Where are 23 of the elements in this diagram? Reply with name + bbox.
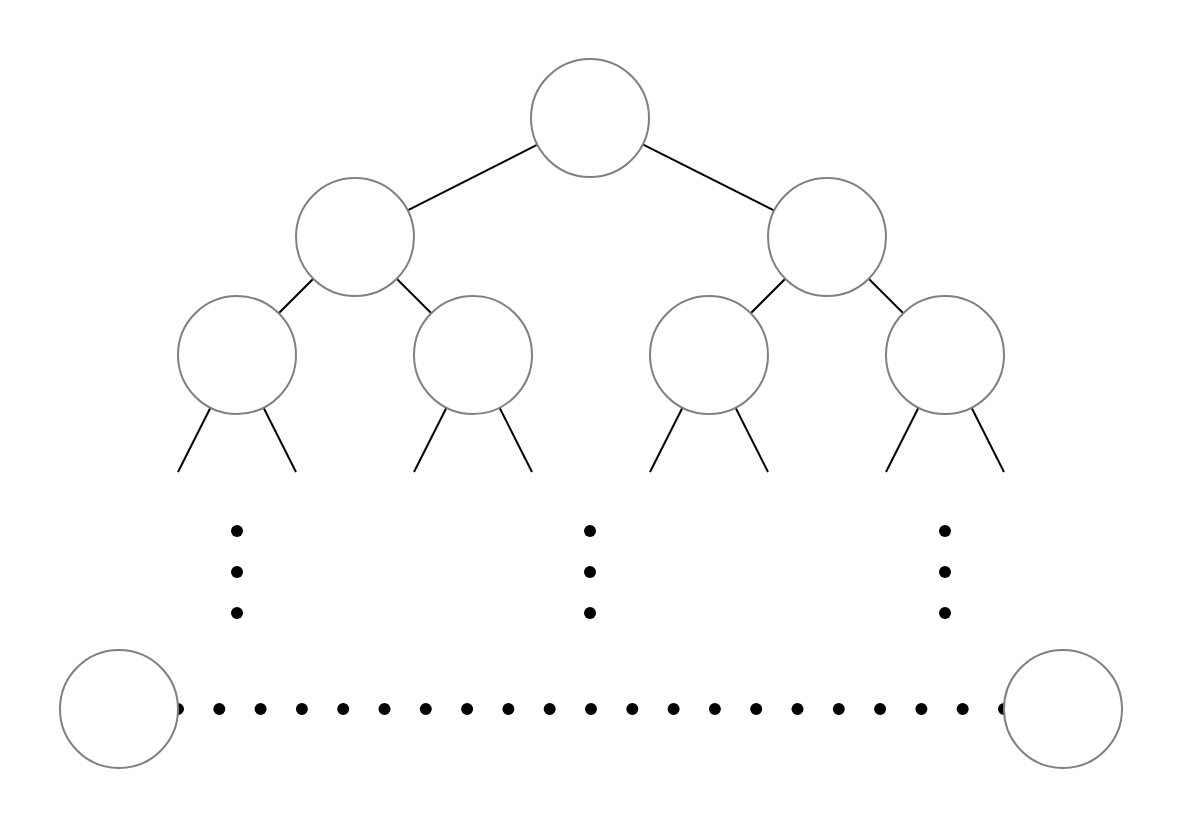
connector-line (867, 277, 905, 315)
circle-node (885, 295, 1005, 415)
circle-node (59, 649, 179, 769)
connector-line (749, 277, 787, 315)
circle-node (295, 177, 415, 297)
connector-line (970, 406, 1005, 473)
connector-line (406, 143, 539, 212)
circle-node (767, 177, 887, 297)
connector-line (649, 406, 684, 473)
circle-node (649, 295, 769, 415)
connector-line (177, 406, 212, 473)
circle-node (1003, 649, 1123, 769)
circle-node (530, 58, 650, 178)
connector-line (641, 143, 776, 212)
connector-line (413, 406, 448, 473)
connector-line (277, 277, 315, 315)
connector-line (734, 406, 769, 473)
circle-node (177, 295, 297, 415)
connector-line (885, 406, 920, 473)
circle-node (413, 295, 533, 415)
connector-line (262, 406, 297, 473)
connector-line (498, 406, 533, 473)
connector-line (395, 277, 433, 315)
